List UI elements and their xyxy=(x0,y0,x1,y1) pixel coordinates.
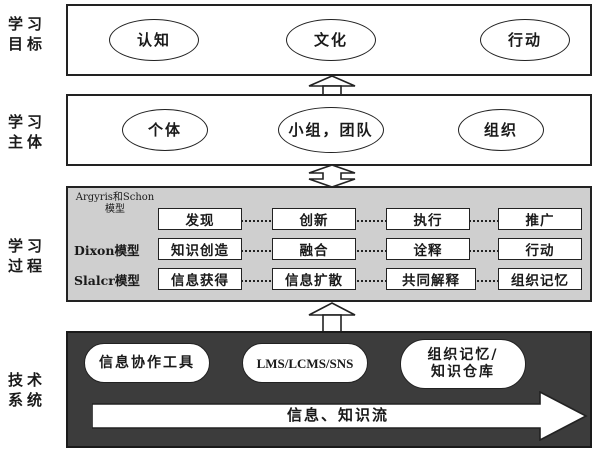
goal-action: 行动 xyxy=(480,19,570,61)
step-execute: 执行 xyxy=(386,208,470,230)
step-info-diffusion: 信息扩散 xyxy=(272,268,356,290)
process-band: Argyris和Schon 模型 Dixon模型 Slalcr模型 发现 创新 … xyxy=(66,186,592,302)
tech-org-memory: 组织记忆/ 知识仓库 xyxy=(400,339,526,389)
tech-collab-tools: 信息协作工具 xyxy=(84,343,210,383)
step-promote: 推广 xyxy=(498,208,582,230)
goal-cognition: 认知 xyxy=(109,19,199,61)
step-innovate: 创新 xyxy=(272,208,356,230)
goal-culture: 文化 xyxy=(286,19,376,61)
tech-lms: LMS/LCMS/SNS xyxy=(242,343,368,383)
step-org-memory: 组织记忆 xyxy=(498,268,582,290)
tech-org-memory-line1: 组织记忆/ xyxy=(427,347,499,363)
arrow-up-to-process xyxy=(307,301,357,333)
flow-arrow xyxy=(92,391,588,441)
arrow-between-subjects-process xyxy=(307,164,357,188)
subject-organization: 组织 xyxy=(458,109,544,151)
model-argyris-label: Argyris和Schon 模型 xyxy=(75,192,155,215)
technology-row-label: 技术系统 xyxy=(7,371,46,409)
goals-band: 认知 文化 行动 xyxy=(66,4,592,76)
step-shared-interpretation: 共同解释 xyxy=(386,268,476,290)
subject-individual: 个体 xyxy=(122,109,208,151)
technology-band: 信息协作工具 LMS/LCMS/SNS 组织记忆/ 知识仓库 信息、知识流 xyxy=(66,331,592,448)
step-knowledge-creation: 知识创造 xyxy=(158,238,242,260)
flow-label: 信息、知识流 xyxy=(286,406,389,424)
step-discover: 发现 xyxy=(158,208,242,230)
goals-row-label: 学习目标 xyxy=(7,15,46,53)
subjects-row-label: 学习主体 xyxy=(7,113,46,151)
step-action: 行动 xyxy=(498,238,582,260)
subjects-band: 个体 小组，团队 组织 xyxy=(66,94,592,166)
step-info-acquisition: 信息获得 xyxy=(158,268,242,290)
arrow-up-to-goals xyxy=(307,75,357,95)
process-row-label: 学习过程 xyxy=(7,237,46,275)
tech-org-memory-line2: 知识仓库 xyxy=(431,364,495,380)
subject-team: 小组，团队 xyxy=(278,107,384,153)
step-integration: 融合 xyxy=(272,238,356,260)
model-slalcr-label: Slalcr模型 xyxy=(74,273,140,288)
step-interpretation: 诠释 xyxy=(386,238,470,260)
model-dixon-label: Dixon模型 xyxy=(74,243,140,258)
